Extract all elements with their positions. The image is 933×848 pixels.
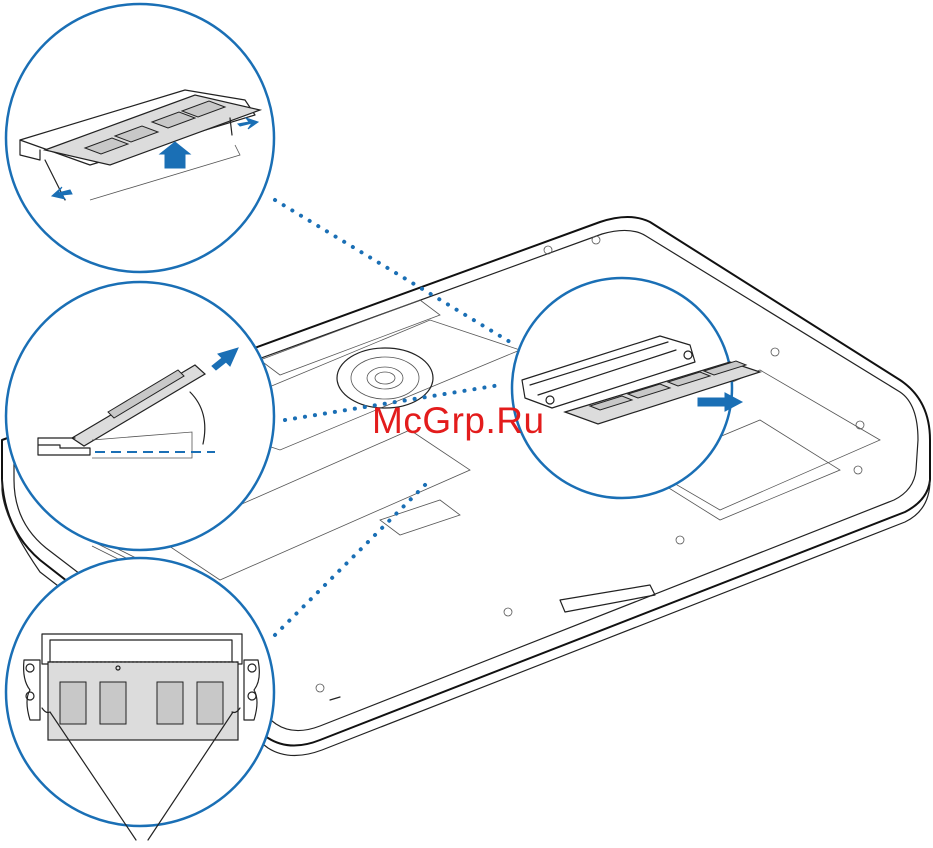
callout-tilt-card-angle (6, 282, 274, 550)
callout-release-memory-card (6, 4, 274, 272)
callout-memory-slot-notches (6, 558, 274, 840)
watermark: McGrp.Ru (372, 400, 545, 442)
